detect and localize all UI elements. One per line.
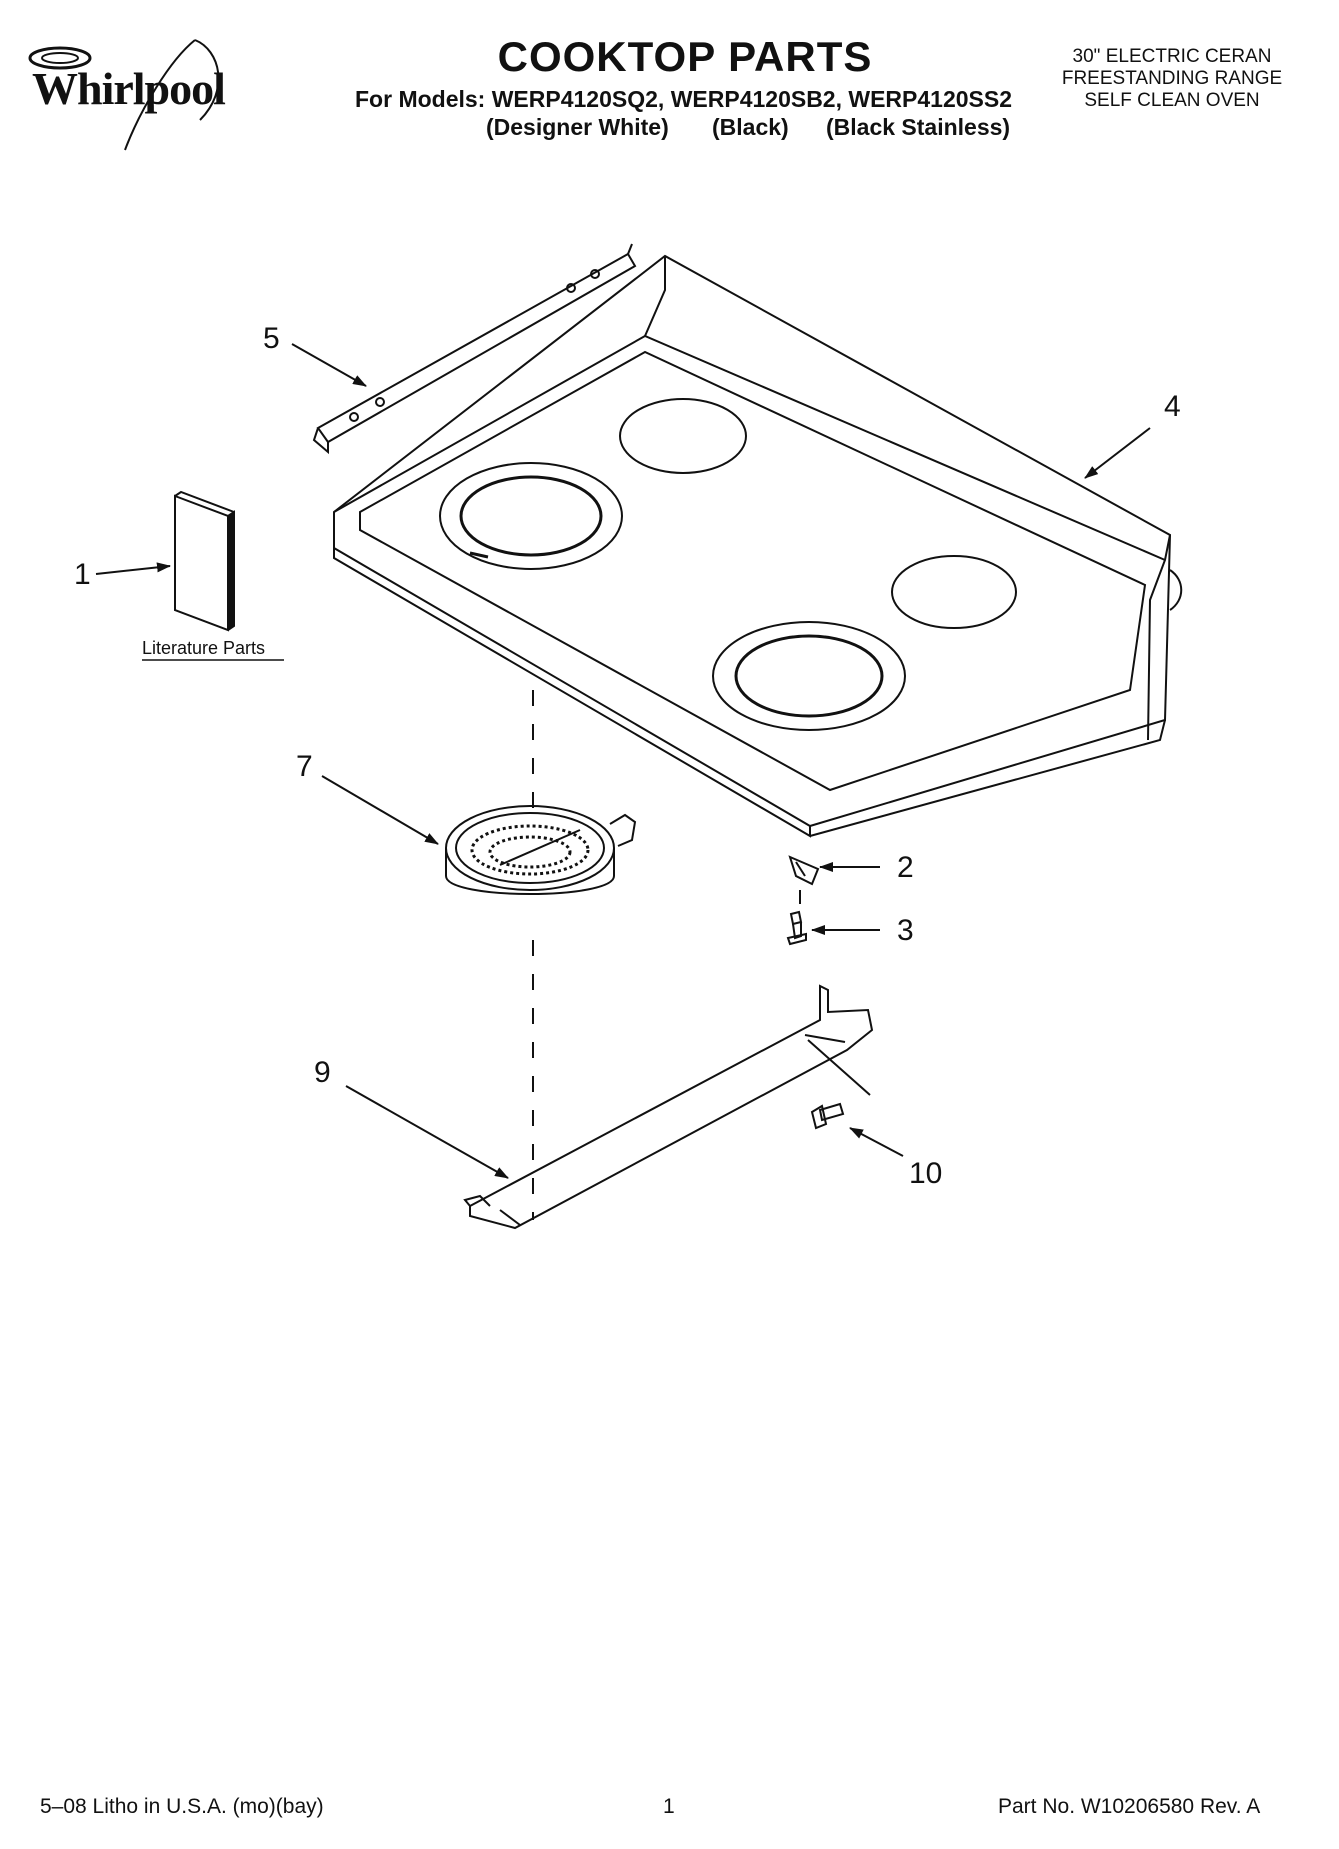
callout-5: 5 <box>263 322 280 355</box>
front-bracket <box>463 984 874 1230</box>
page-title-block: COOKTOP PARTS <box>345 36 1025 78</box>
radiant-surface-element <box>445 805 637 895</box>
callout-10: 10 <box>909 1157 942 1190</box>
front-right-burner-ring-inner <box>734 634 884 718</box>
whirlpool-logo: Whirlpool <box>20 30 260 160</box>
variant-designer-white: (Designer White) <box>486 114 669 140</box>
variant-black: (Black) <box>712 114 789 140</box>
cooktop-surface <box>333 254 1183 838</box>
callout-2: 2 <box>897 851 914 884</box>
description-line-3: SELF CLEAN OVEN <box>1084 90 1260 111</box>
bracket-screw <box>810 1102 845 1130</box>
callout-3: 3 <box>897 914 914 947</box>
callout-leaders <box>95 343 1151 1179</box>
page-title: COOKTOP PARTS <box>497 33 873 80</box>
callout-1: 1 <box>74 558 91 591</box>
models-line: For Models: WERP4120SQ2, WERP4120SB2, WE… <box>355 86 1013 112</box>
cooktop-clip <box>788 855 820 904</box>
logo-swoosh-icon <box>28 39 220 151</box>
product-description: 30" ELECTRIC CERAN FREESTANDING RANGE SE… <box>1022 46 1322 112</box>
callout-7: 7 <box>296 750 313 783</box>
description-line-1: 30" ELECTRIC CERAN <box>1072 46 1272 67</box>
brand-name: Whirlpool <box>32 63 226 114</box>
variant-black-stainless: (Black Stainless) <box>826 114 1011 140</box>
front-left-burner-ring-outer <box>439 462 623 570</box>
front-right-burner-ring-outer <box>712 621 906 731</box>
description-line-2: FREESTANDING RANGE <box>1061 68 1283 89</box>
footer-litho: 5–08 Litho in U.S.A. (mo)(bay) <box>40 1795 324 1818</box>
footer-page-number: 1 <box>663 1795 675 1818</box>
rear-right-burner-ring <box>891 555 1017 629</box>
literature-parts-label: Literature Parts <box>142 638 265 658</box>
rear-left-burner-ring <box>619 398 747 474</box>
callout-4: 4 <box>1164 390 1181 423</box>
front-left-burner-ring-inner <box>459 475 603 557</box>
rear-trim-bracket <box>312 243 637 455</box>
burner-rings <box>439 398 1017 731</box>
callout-9: 9 <box>314 1056 331 1089</box>
footer-part-number: Part No. W10206580 Rev. A <box>998 1795 1261 1818</box>
literature-book <box>174 490 235 632</box>
clip-screw <box>786 910 807 946</box>
